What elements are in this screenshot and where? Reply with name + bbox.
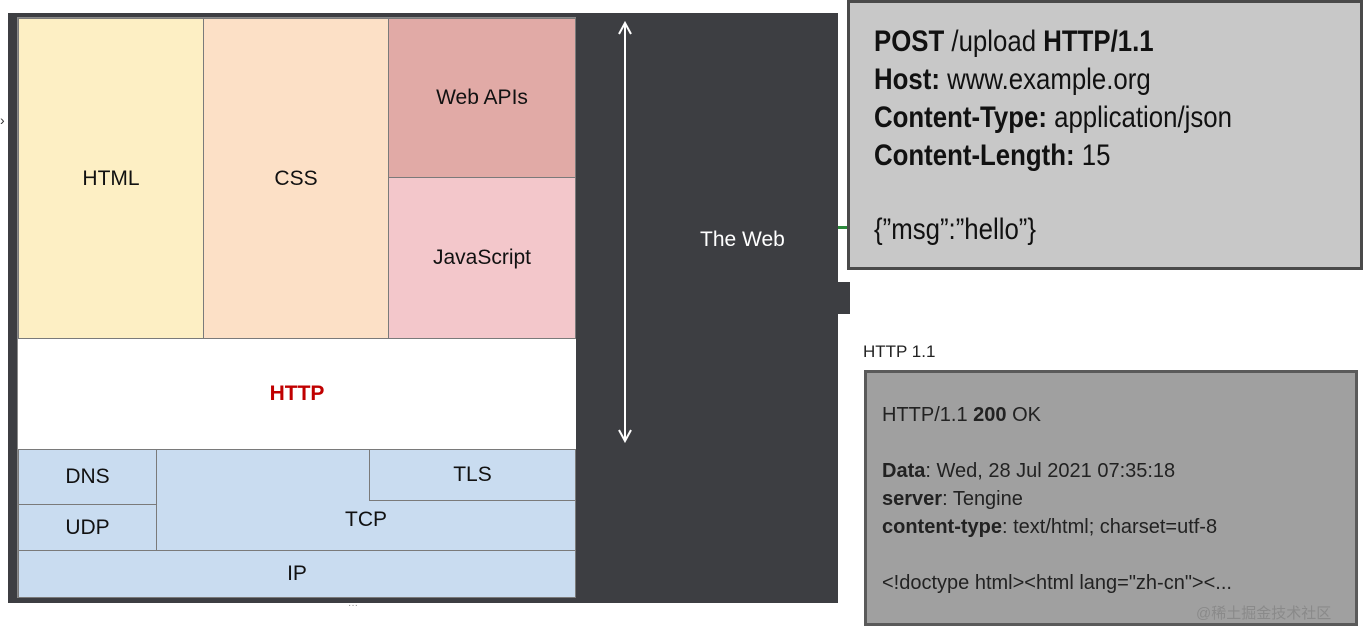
content-length-header: Content-Length: 15 [874,139,1111,172]
host-header: Host: www.example.org [874,63,1151,96]
layer-dns: DNS [18,449,157,505]
resize-dots: ··· [348,600,358,611]
double-arrow-icon [618,20,632,444]
content-type-header: Content-Type: application/json [874,101,1232,134]
server-header: server: Tengine [882,488,1023,510]
layer-web-apis: Web APIs [388,18,576,178]
response-body: <!doctype html><html lang="zh-cn"><... [882,572,1232,594]
http-response-example: HTTP/1.1 200 OK Data: Wed, 28 Jul 2021 0… [864,370,1358,626]
response-caption: HTTP 1.1 [863,342,936,361]
layer-http: HTTP [18,338,576,450]
panel-notch [838,282,850,314]
request-body: {”msg”:”hello”} [874,213,1037,246]
request-line: POST /upload HTTP/1.1 [874,25,1154,58]
layer-css: CSS [203,18,389,339]
status-line: HTTP/1.1 200 OK [882,404,1041,426]
content-type-header: content-type: text/html; charset=utf-8 [882,516,1218,538]
layer-ip: IP [18,550,576,598]
layer-tls: TLS [369,449,576,501]
http-request-example: POST /upload HTTP/1.1 Host: www.example.… [847,0,1363,270]
watermark: @稀土掘金技术社区 [1196,605,1332,622]
connector-tick [838,226,848,229]
edge-mark: › [0,112,5,128]
layer-javascript: JavaScript [388,177,576,339]
protocol-stack: HTML CSS Web APIs JavaScript HTTP TCP DN… [17,17,576,598]
layer-udp: UDP [18,504,157,551]
date-header: Data: Wed, 28 Jul 2021 07:35:18 [882,460,1176,482]
layer-html: HTML [18,18,204,339]
the-web-label: The Web [700,228,785,251]
